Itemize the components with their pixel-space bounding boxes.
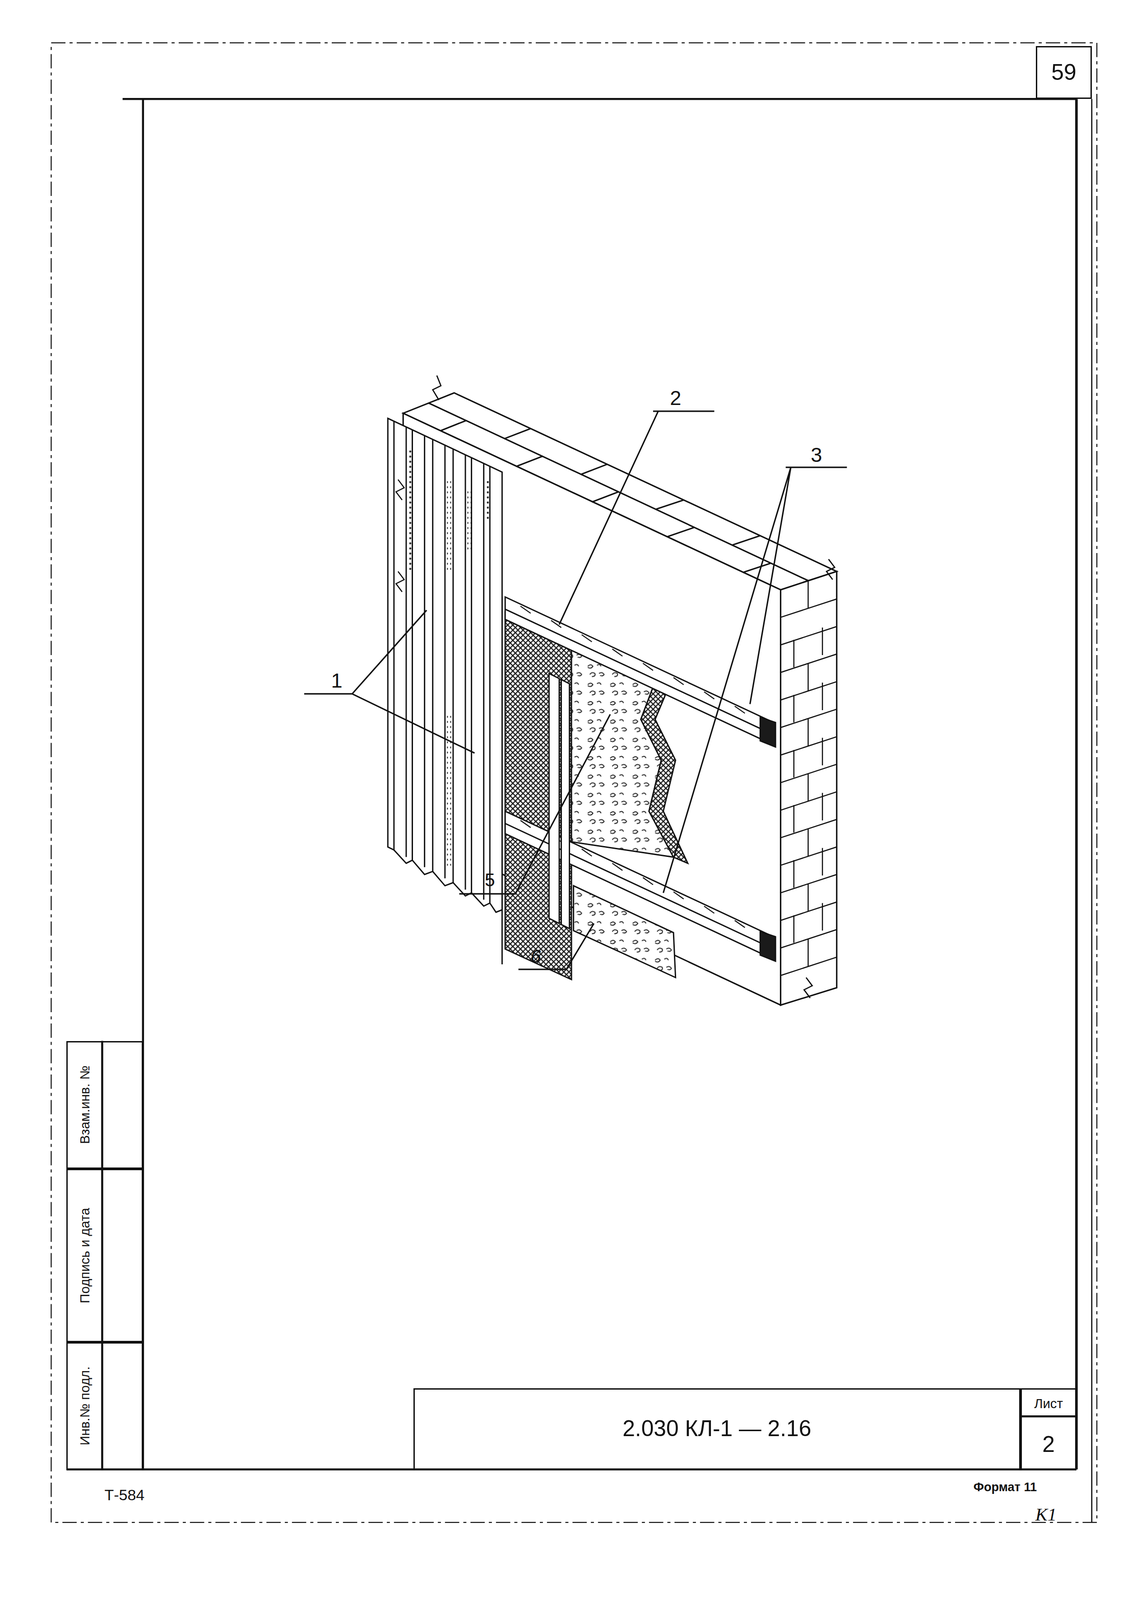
title-block-cell: 2.030 КЛ-1 — 2.16 (413, 1387, 1021, 1470)
cell-text: 59 (1051, 61, 1077, 84)
stamp-cell: Подпись и дата (66, 1168, 144, 1342)
callout-number: 2 (669, 387, 682, 409)
cell-text: Инв.№ подл. (78, 1366, 92, 1446)
profiled-panels (387, 418, 502, 913)
inventory-code: Т-584 (104, 1487, 145, 1503)
callout-number: 5 (484, 870, 496, 890)
page-number-box: 59 (1035, 46, 1092, 100)
cell-text: 2.030 КЛ-1 — 2.16 (622, 1417, 812, 1440)
cell-text: Подпись и дата (78, 1207, 92, 1303)
stamp-cell: Инв.№ подл. (66, 1341, 144, 1470)
handwritten-mark: К1 (1035, 1505, 1057, 1524)
cell-text: 2 (1042, 1433, 1055, 1456)
leader-lines (304, 411, 847, 970)
sheet-frame (51, 42, 1097, 1522)
callout-number: 3 (810, 445, 822, 466)
format-note: Формат 11 (973, 1480, 1037, 1494)
callout-number: 1 (331, 670, 343, 691)
cell-text: Лист (1034, 1396, 1063, 1411)
sheet-number-cell: Лист 2 (1020, 1387, 1077, 1470)
callout-number: 6 (530, 946, 542, 966)
cell-text: Взам.инв. № (78, 1065, 92, 1145)
stamp-cell: Взам.инв. № (66, 1040, 144, 1169)
